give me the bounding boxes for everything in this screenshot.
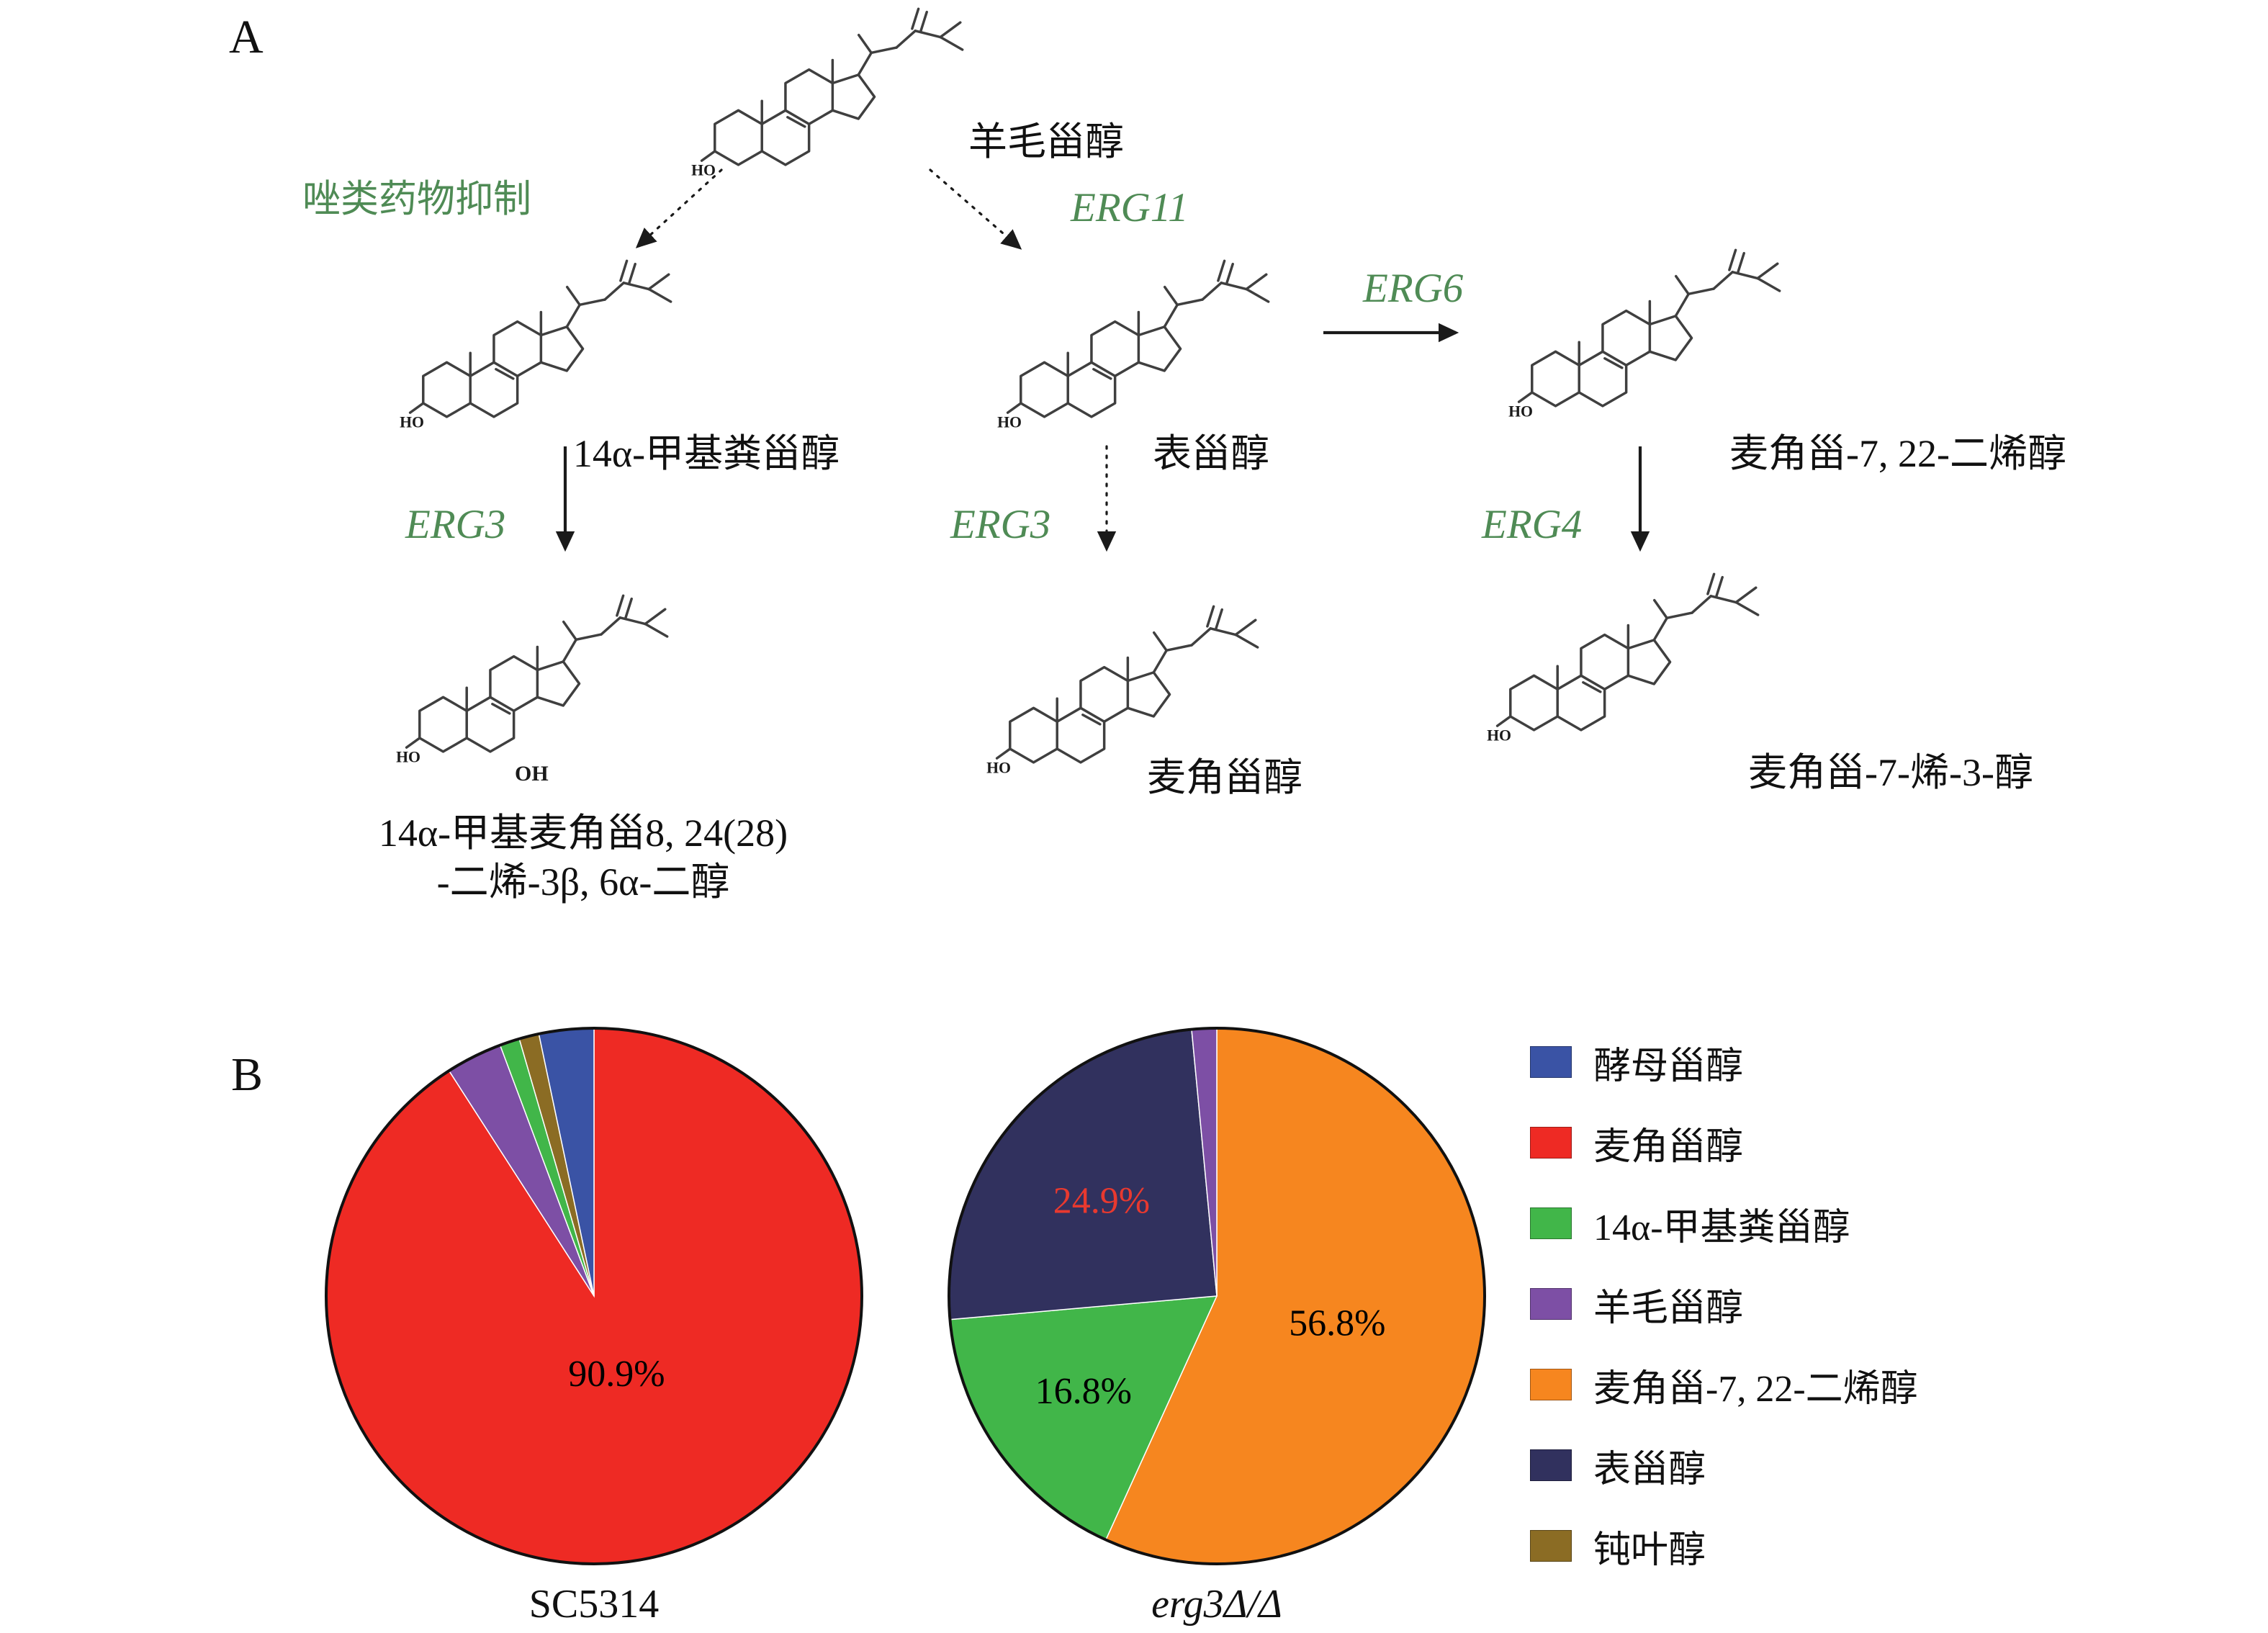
- legend-label-3: 羊毛甾醇: [1593, 1287, 1744, 1329]
- label-ergosta-7-en-3-ol: 麦角甾-7-烯-3-醇: [1748, 751, 2033, 794]
- legend-swatch-4: [1530, 1369, 1572, 1400]
- legend-item-6: 钝叶醇: [1530, 1529, 1918, 1571]
- label-ergosterol: 麦角甾醇: [1147, 756, 1302, 799]
- legend-label-2: 14α-甲基粪甾醇: [1593, 1207, 1850, 1249]
- legend-swatch-2: [1530, 1207, 1572, 1239]
- legend-swatch-3: [1530, 1288, 1572, 1320]
- pie-slice-label: 56.8%: [1289, 1303, 1385, 1344]
- legend-label-6: 钝叶醇: [1593, 1529, 1706, 1571]
- gene-erg11: ERG11: [1071, 185, 1189, 230]
- label-lanosterol: 羊毛甾醇: [968, 120, 1124, 163]
- pie-outline: [325, 1027, 863, 1565]
- label-ergosta-7-22-dienol: 麦角甾-7, 22-二烯醇: [1729, 432, 2066, 475]
- gene-erg4: ERG4: [1482, 502, 1583, 547]
- legend-swatch-1: [1530, 1127, 1572, 1159]
- panel-a-label: A: [229, 11, 264, 63]
- pie-slice-label: 16.8%: [1035, 1371, 1132, 1412]
- gene-erg3-left: ERG3: [405, 502, 506, 547]
- panel-b-label: B: [231, 1048, 264, 1101]
- pie-slice-label: 90.9%: [568, 1354, 665, 1395]
- legend-item-1: 麦角甾醇: [1530, 1126, 1918, 1168]
- legend: 酵母甾醇麦角甾醇 14α-甲基粪甾醇羊毛甾醇麦角甾-7, 22-二烯醇表甾醇钝叶醇: [1530, 1045, 1918, 1610]
- legend-item-5: 表甾醇: [1530, 1449, 1918, 1490]
- legend-label-1: 麦角甾醇: [1593, 1126, 1744, 1168]
- pie-chart-sc5314: 90.9%: [325, 1027, 863, 1565]
- legend-label-0: 酵母甾醇: [1593, 1045, 1744, 1087]
- pie-title-sc5314: SC5314: [528, 1582, 660, 1627]
- legend-label-5: 表甾醇: [1593, 1449, 1706, 1490]
- legend-swatch-0: [1530, 1046, 1572, 1078]
- label-episterol: 表甾醇: [1153, 432, 1269, 475]
- legend-swatch-5: [1530, 1449, 1572, 1481]
- arrow-erg11: [929, 168, 1022, 250]
- pie-slice-label: 24.9%: [1053, 1181, 1150, 1222]
- pie-title-erg3: erg3Δ/Δ: [1151, 1582, 1282, 1627]
- legend-swatch-6: [1530, 1530, 1572, 1562]
- legend-label-4: 麦角甾-7, 22-二烯醇: [1593, 1368, 1918, 1410]
- legend-item-3: 羊毛甾醇: [1530, 1287, 1918, 1329]
- label-azole-inhibition: 唑类药物抑制: [302, 179, 531, 220]
- label-14a-methyl-diol-line2: -二烯-3β, 6α-二醇: [436, 860, 730, 904]
- legend-item-4: 麦角甾-7, 22-二烯醇: [1530, 1368, 1918, 1410]
- legend-item-0: 酵母甾醇: [1530, 1045, 1918, 1087]
- label-14a-methylfecosterol: 14α-甲基粪甾醇: [572, 432, 840, 475]
- pie-slice-2: [948, 1028, 1218, 1321]
- gene-erg3-mid: ERG3: [950, 502, 1051, 547]
- diol-extra-hydroxyl-label: OH: [515, 762, 549, 786]
- pie-outline: [948, 1027, 1486, 1565]
- legend-item-2: 14α-甲基粪甾醇: [1530, 1207, 1918, 1249]
- pie-chart-erg3: 56.8% 16.8% 24.9%: [948, 1027, 1486, 1565]
- arrow-azole-inhibition: [635, 168, 723, 248]
- gene-erg6: ERG6: [1363, 266, 1464, 311]
- label-14a-methyl-diol-line1: 14α-甲基麦角甾8, 24(28): [378, 811, 788, 855]
